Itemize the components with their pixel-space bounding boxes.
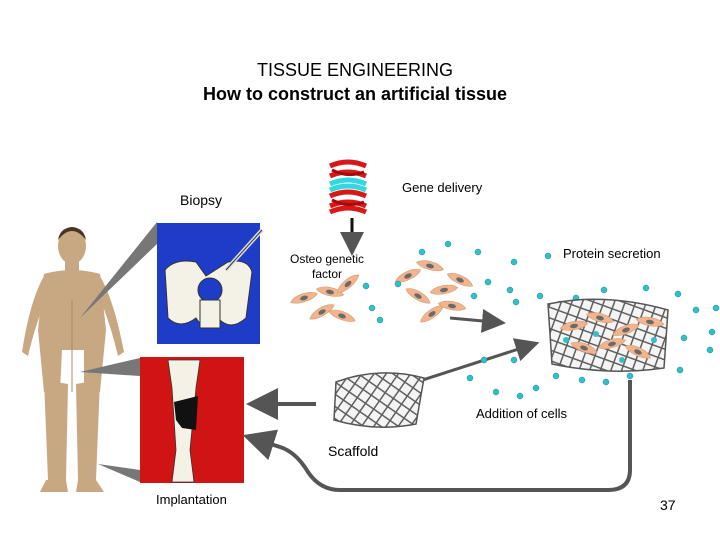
dna-helix-icon xyxy=(328,159,368,215)
implant-connector-bottom xyxy=(98,464,140,482)
label-biopsy: Biopsy xyxy=(180,192,223,208)
label-osteo-line-1: Osteo genetic xyxy=(290,252,365,266)
secretion-arrow xyxy=(449,308,506,333)
label-osteo-genetic-factor: Osteo genetic factor xyxy=(290,252,364,282)
label-scaffold: Scaffold xyxy=(328,443,379,459)
implantation-return-arrow xyxy=(242,380,632,492)
biopsy-panel xyxy=(157,223,264,344)
label-protein-secretion: Protein secretion xyxy=(563,246,661,261)
label-addition-of-cells: Addition of cells xyxy=(476,406,568,421)
human-figure xyxy=(22,227,124,492)
biopsy-connector xyxy=(80,222,157,318)
label-implantation: Implantation xyxy=(156,492,227,507)
seeded-scaffold xyxy=(547,298,669,372)
label-gene-delivery: Gene delivery xyxy=(402,180,483,195)
title-line-2: How to construct an artificial tissue xyxy=(202,84,508,104)
implant-connector-top xyxy=(80,358,140,376)
title-line-1: TISSUE ENGINEERING xyxy=(256,60,454,80)
label-osteo-line-2: factor xyxy=(312,267,343,281)
implantation-panel xyxy=(140,357,244,483)
page-number: 37 xyxy=(660,497,676,513)
scaffold-mesh xyxy=(333,372,425,428)
add-cells-arrow xyxy=(403,338,540,388)
